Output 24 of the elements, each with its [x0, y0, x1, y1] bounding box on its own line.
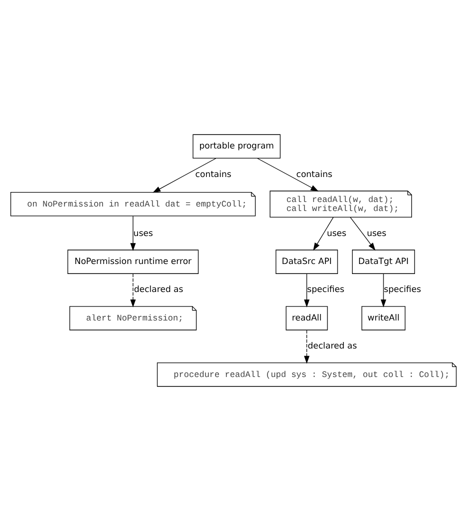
edge-label: contains: [296, 170, 332, 180]
edge-label: declared as: [308, 342, 357, 352]
arrow: [380, 274, 386, 308]
edge-label: uses: [366, 228, 386, 239]
node-box: portable program: [192, 134, 281, 159]
edge-label: specifies: [384, 285, 422, 296]
edge-label: specifies: [307, 285, 344, 296]
arrow: [152, 158, 216, 193]
node-box: DataSrc API: [276, 250, 338, 274]
edge-label: contains: [195, 170, 232, 180]
arrow: [313, 216, 334, 251]
node-box: NoPermission runtime error: [67, 250, 199, 274]
edge-label: uses: [133, 228, 153, 239]
node-box: DataTgt API: [352, 250, 415, 274]
edge-label: declared as: [134, 285, 184, 296]
arrow: [350, 216, 376, 251]
arrow: [304, 274, 310, 308]
arrow: [304, 330, 310, 364]
arrow: [257, 158, 319, 192]
node-box: writeAll: [362, 306, 406, 330]
node-box: readAll: [286, 306, 328, 330]
arrow: [130, 216, 136, 251]
arrow: [130, 274, 136, 308]
edge-label: uses: [326, 228, 346, 239]
